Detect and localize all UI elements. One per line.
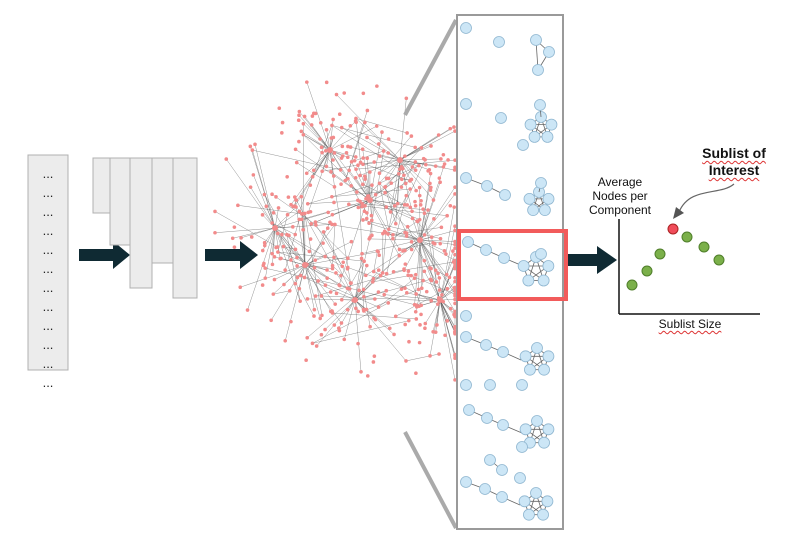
component bbox=[495, 112, 507, 124]
plot-point bbox=[641, 265, 653, 277]
components-panel bbox=[456, 14, 564, 530]
y-axis-label-line2: Nodes per bbox=[592, 189, 648, 203]
list-item-dots: ... bbox=[43, 356, 54, 371]
list-item-dots: ... bbox=[43, 318, 54, 333]
list-item-dots: ... bbox=[43, 242, 54, 257]
component bbox=[460, 331, 555, 376]
component bbox=[463, 404, 555, 453]
component bbox=[493, 36, 505, 48]
list-item-dots: ... bbox=[43, 337, 54, 352]
plot-point bbox=[654, 248, 666, 260]
component-highlighted bbox=[462, 236, 555, 287]
plot-point bbox=[713, 254, 725, 266]
input-list: .................................... bbox=[27, 154, 69, 390]
list-item-dots: ... bbox=[43, 166, 54, 181]
list-item-dots: ... bbox=[43, 223, 54, 238]
highlighted-sublist bbox=[457, 229, 568, 301]
y-axis-label-line3: Component bbox=[588, 203, 652, 217]
list-item-dots: ... bbox=[43, 375, 54, 390]
list-item-dots: ... bbox=[43, 299, 54, 314]
x-axis-label: Sublist Size bbox=[658, 317, 722, 331]
network-edges bbox=[214, 82, 456, 380]
component bbox=[524, 99, 558, 143]
component bbox=[517, 139, 529, 151]
sublist-title-line1: Sublist of bbox=[702, 145, 766, 161]
plot-point bbox=[698, 241, 710, 253]
network-nodes bbox=[213, 80, 457, 382]
component bbox=[460, 379, 472, 391]
list-item-dots: ... bbox=[43, 280, 54, 295]
component bbox=[523, 177, 555, 216]
right-arrow-icon bbox=[568, 246, 617, 274]
component bbox=[530, 34, 555, 76]
list-item-dots: ... bbox=[43, 261, 54, 276]
curved-arrow-icon bbox=[673, 183, 735, 219]
right-arrow-icon bbox=[79, 241, 130, 269]
component bbox=[460, 172, 511, 201]
plot-point-highlight bbox=[667, 223, 679, 235]
component bbox=[514, 472, 526, 484]
sublist-title-line2: Interest bbox=[708, 162, 760, 178]
mini-plot bbox=[618, 219, 760, 315]
plot-point bbox=[626, 279, 638, 291]
list-item-dots: ... bbox=[43, 204, 54, 219]
component bbox=[460, 476, 554, 521]
component bbox=[460, 98, 472, 110]
zoom-guide-lines bbox=[403, 19, 458, 529]
component bbox=[484, 454, 508, 476]
list-item-dots: ... bbox=[43, 185, 54, 200]
plot-point bbox=[681, 231, 693, 243]
component bbox=[460, 310, 472, 322]
component bbox=[460, 22, 472, 34]
component bbox=[484, 379, 496, 391]
sublist-of-interest-label: Sublist of Interest bbox=[690, 145, 778, 179]
network-graph bbox=[213, 80, 457, 382]
sublist-bars bbox=[92, 157, 198, 299]
y-axis-label-line1: Average bbox=[597, 175, 643, 189]
right-arrow-icon bbox=[205, 241, 258, 269]
component bbox=[516, 379, 528, 391]
y-axis-label: Average Nodes per Component bbox=[580, 175, 660, 217]
